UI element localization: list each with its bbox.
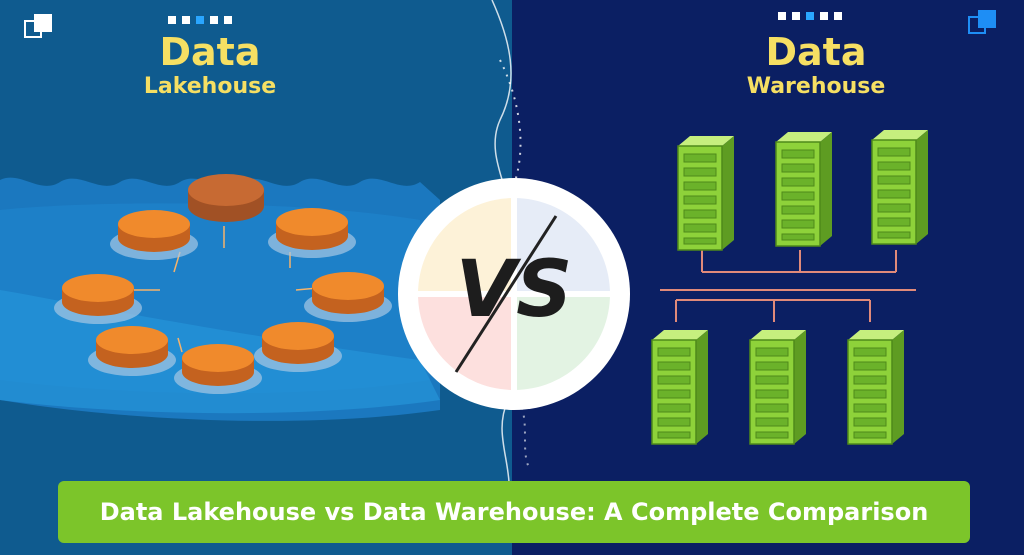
server-icon: [677, 135, 735, 251]
warehouse-title-small: Warehouse: [746, 74, 886, 99]
lakehouse-title-small: Lakehouse: [143, 74, 277, 99]
disk: [54, 274, 142, 324]
copy-icon: [968, 10, 998, 40]
server-icon: [871, 129, 929, 245]
disk: [254, 322, 342, 372]
vs-label: VS: [456, 245, 573, 335]
disk: [110, 210, 198, 260]
disk: [174, 344, 262, 394]
disk: [88, 326, 176, 376]
vs-badge: VS: [396, 176, 632, 412]
disk: [268, 208, 356, 258]
server-icon: [651, 329, 709, 445]
lakehouse-title: Data Lakehouse: [100, 32, 320, 102]
banner-title: Data Lakehouse vs Data Warehouse: A Comp…: [99, 498, 929, 526]
lakehouse-title-big: Data: [159, 30, 261, 74]
copy-icon: [24, 14, 54, 44]
disk-top: [188, 174, 264, 222]
warehouse-title: Data Warehouse: [706, 32, 926, 102]
server-icon: [749, 329, 807, 445]
server-icon: [775, 131, 833, 247]
disk: [304, 272, 392, 322]
server-icon: [847, 329, 905, 445]
title-banner: Data Lakehouse vs Data Warehouse: A Comp…: [58, 481, 970, 543]
warehouse-title-big: Data: [765, 30, 867, 74]
dot-indicator: [778, 12, 842, 20]
dot-indicator: [168, 16, 232, 24]
